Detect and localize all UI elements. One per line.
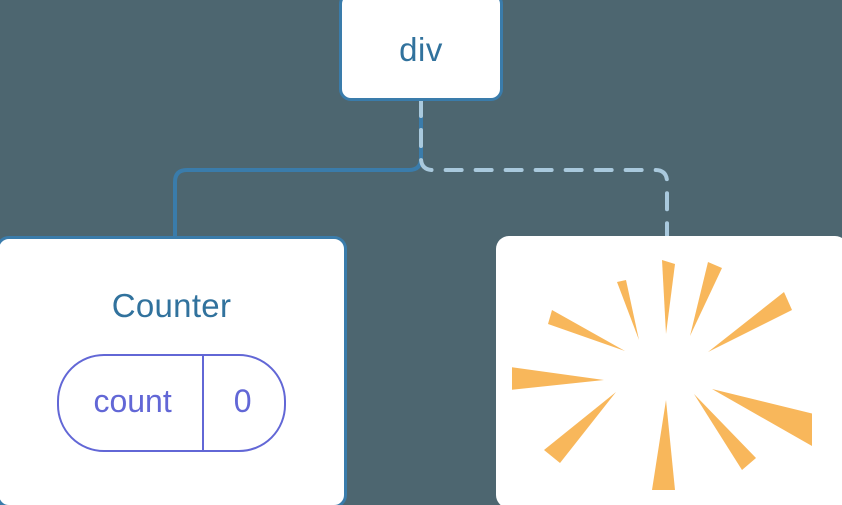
node-div[interactable]: div (339, 0, 503, 101)
node-counter[interactable]: Counter count 0 (0, 236, 347, 505)
node-highlight[interactable] (496, 236, 842, 505)
state-value: 0 (201, 356, 284, 450)
state-key: count (93, 383, 172, 419)
edge-root-to-highlight (419, 98, 669, 240)
node-counter-label: Counter (111, 287, 232, 324)
state-pill-count[interactable]: count 0 (57, 354, 286, 452)
node-div-label: div (399, 31, 443, 68)
edge-root-to-counter (173, 98, 423, 240)
sparkle-burst-icon (512, 260, 812, 490)
